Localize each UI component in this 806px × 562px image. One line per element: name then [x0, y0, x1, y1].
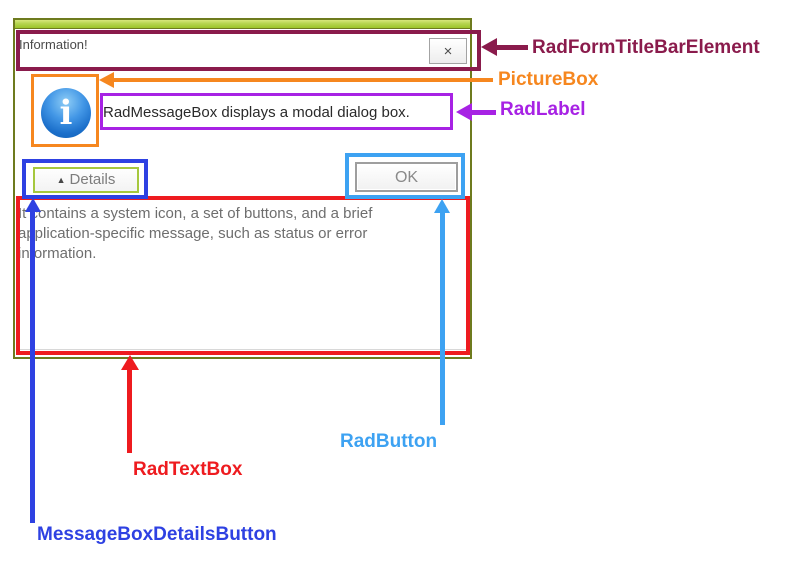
picturebox-annotation-box	[31, 74, 99, 147]
close-icon: ×	[443, 42, 453, 60]
picturebox-arrowhead-icon	[99, 72, 114, 88]
dialog-title: Information!	[19, 37, 88, 52]
ok-button-arrow-line	[440, 212, 445, 425]
textbox-annotation-box	[16, 196, 470, 355]
titlebar-arrowhead-icon	[481, 38, 497, 56]
details-textbox-text: It contains a system icon, a set of butt…	[18, 205, 373, 262]
details-button-arrowhead-icon	[25, 198, 41, 212]
collapse-arrow-icon: ▲	[56, 175, 66, 185]
titlebar-annotation-box	[16, 30, 481, 71]
radlabel-annotation-box	[100, 93, 453, 130]
radlabel-arrow-line	[470, 110, 496, 115]
message-box-dialog: Information! × i RadMessageBox displays …	[13, 18, 472, 359]
details-button-arrow-line	[30, 211, 35, 523]
textbox-arrowhead-icon	[121, 355, 139, 370]
titlebar-accent-stripe	[15, 20, 470, 29]
textbox-annotation-label: RadTextBox	[133, 459, 243, 480]
ok-button-annotation-box	[345, 153, 465, 199]
textbox-arrow-line	[127, 368, 132, 453]
picturebox-arrow-line	[112, 78, 493, 82]
info-icon: i	[41, 88, 91, 138]
ok-button[interactable]: OK	[355, 162, 458, 192]
details-textbox[interactable]	[17, 198, 469, 350]
details-button-label: Details	[69, 171, 116, 188]
details-button-annotation-label: MessageBoxDetailsButton	[37, 524, 277, 545]
info-icon-glyph: i	[59, 93, 73, 133]
picturebox-annotation-label: PictureBox	[498, 69, 599, 90]
ok-button-annotation-label: RadButton	[340, 431, 438, 452]
ok-button-arrowhead-icon	[434, 199, 450, 213]
radlabel-annotation-label: RadLabel	[500, 99, 586, 120]
details-button-annotation-box	[22, 159, 148, 199]
radlabel-arrowhead-icon	[456, 103, 472, 121]
details-button[interactable]: ▲Details	[33, 167, 139, 193]
close-button[interactable]: ×	[429, 38, 467, 64]
titlebar-annotation-label: RadFormTitleBarElement	[532, 37, 760, 58]
titlebar-arrow-line	[496, 45, 528, 50]
message-label: RadMessageBox displays a modal dialog bo…	[103, 104, 410, 121]
